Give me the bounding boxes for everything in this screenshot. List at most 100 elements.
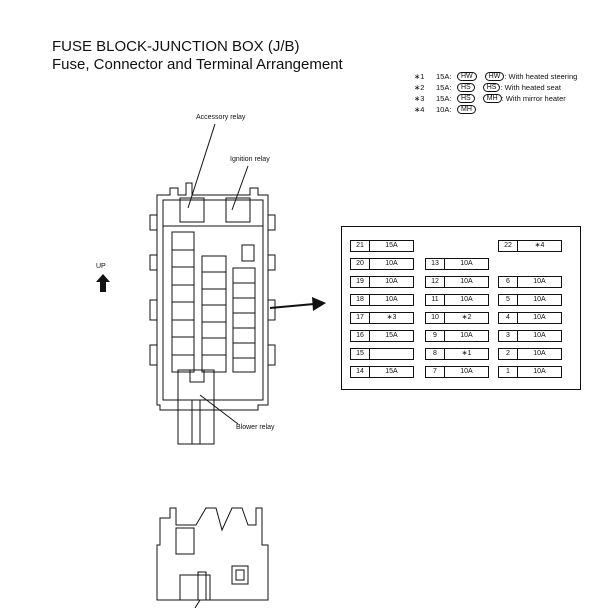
fuse-12: 12 10A <box>425 276 489 288</box>
fuse-rating <box>370 349 413 359</box>
fuse-9: 9 10A <box>425 330 489 342</box>
fuse-column-right <box>232 267 256 373</box>
legend-key: ∗3 <box>414 94 425 103</box>
fuse-rating: 10A <box>460 278 473 285</box>
fuse-number: 22 <box>499 241 518 251</box>
legend-rating: 15A: <box>436 83 452 92</box>
up-label: UP <box>96 263 106 270</box>
up-arrow-icon <box>96 274 110 292</box>
fuse-20: 20 10A <box>350 258 414 270</box>
page-subtitle: Fuse, Connector and Terminal Arrangement <box>52 56 343 73</box>
fuse-rating: ∗4 <box>534 242 545 249</box>
legend-row-1: ∗1 15A: HW HW : With heated steering <box>414 71 577 82</box>
fuse-15: 15 <box>350 348 414 360</box>
legend-rating: 15A: <box>436 94 452 103</box>
legend-key: ∗2 <box>414 83 425 92</box>
blower-relay-label: Blower relay <box>236 424 275 431</box>
blower-relay <box>177 369 215 401</box>
fuse-17: 17 ∗3 <box>350 312 414 324</box>
fuse-number: 18 <box>351 295 370 305</box>
ignition-relay-leader <box>231 165 249 211</box>
legend-row-3: ∗3 15A: HS MH : With mirror heater <box>414 93 577 104</box>
legend-row-2: ∗2 15A: HS HS : With heated seat <box>414 82 577 93</box>
fuse-number: 1 <box>499 367 518 377</box>
fuse-11: 11 10A <box>425 294 489 306</box>
legend-row-4: ∗4 10A: MH <box>414 104 577 115</box>
fuse-rating: ∗3 <box>386 314 397 321</box>
legend-code-badge: HW <box>484 72 505 81</box>
legend-sep: : <box>501 94 506 103</box>
fuse-number: 9 <box>426 331 445 341</box>
blower-connector <box>177 399 215 445</box>
fuse-rating: 10A <box>533 296 546 303</box>
fuse-number: 8 <box>426 349 445 359</box>
fuse-number: 4 <box>499 313 518 323</box>
legend-key: ∗4 <box>414 105 425 114</box>
legend-rating: 15A: <box>436 72 452 81</box>
fuse-rating: ∗1 <box>461 350 472 357</box>
fuse-rating: 10A <box>533 314 546 321</box>
fuse-rating: 15A <box>385 368 398 375</box>
fuse-number: 12 <box>426 277 445 287</box>
fuse-number: 21 <box>351 241 370 251</box>
fuse-arrangement-panel <box>341 226 581 390</box>
legend-code-badge: HS <box>457 94 475 103</box>
accessory-relay-label: Accessory relay <box>196 114 246 121</box>
legend-code-badge: HS <box>482 83 501 92</box>
legend-rating: 10A: <box>436 105 452 114</box>
fuse-10: 10∗2 <box>425 312 489 324</box>
fuse-number: 14 <box>351 367 370 377</box>
legend-code-badge: MH <box>457 105 476 114</box>
box-outline <box>156 182 269 411</box>
fuse-19: 19 10A <box>350 276 414 288</box>
fuse-number: 16 <box>351 331 370 341</box>
fuse-rating: 10A <box>533 332 546 339</box>
fuse-number: 20 <box>351 259 370 269</box>
legend-note: : <box>504 72 509 81</box>
fuse-8: 8 ∗1 <box>425 348 489 360</box>
legend-key: ∗1 <box>414 72 425 81</box>
fuse-6: 6 10A <box>498 276 562 288</box>
legend-code-badge: HW <box>457 72 477 81</box>
ignition-relay-label: Ignition relay <box>230 156 270 163</box>
legend-code-badge: HS <box>457 83 475 92</box>
fuse-14: 14 15A <box>350 366 414 378</box>
fuse-rating: 10A <box>385 296 398 303</box>
fuse-4: 4 10A <box>498 312 562 324</box>
fuse-number: 19 <box>351 277 370 287</box>
fuse-rating: 10A <box>385 260 398 267</box>
fuse-22-slot <box>241 244 255 262</box>
fuse-rating: 10A <box>533 368 546 375</box>
fuse-18: 18 10A <box>350 294 414 306</box>
pointer-arrow-icon <box>312 297 326 311</box>
legend-code-badge: MH <box>482 94 502 103</box>
fuse-number: 13 <box>426 259 445 269</box>
fuse-rating: 10A <box>460 296 473 303</box>
fuse-rating: 10A <box>460 332 473 339</box>
fuse-rating: 10A <box>460 368 473 375</box>
ignition-relay <box>225 197 251 223</box>
fuse-rating: ∗2 <box>461 314 472 321</box>
legend-note-text: With mirror heater <box>505 94 566 103</box>
fuse-number: 11 <box>426 295 445 305</box>
legend-note-text: With heated steering <box>508 72 578 81</box>
legend: ∗1 15A: HW HW : With heated steering ∗2 … <box>414 71 577 115</box>
page-title: FUSE BLOCK-JUNCTION BOX (J/B) <box>52 38 300 55</box>
fuse-1: 1 10A <box>498 366 562 378</box>
legend-note-text: With heated seat <box>504 83 561 92</box>
fuse-number: 6 <box>499 277 518 287</box>
fuse-rating: 10A <box>385 278 398 285</box>
fuse-number: 17 <box>351 313 370 323</box>
fuse-rating: 10A <box>533 350 546 357</box>
fuse-number: 15 <box>351 349 370 359</box>
legend-sep: : <box>500 83 505 92</box>
fuse-number: 3 <box>499 331 518 341</box>
fuse-rating: 10A <box>533 278 546 285</box>
